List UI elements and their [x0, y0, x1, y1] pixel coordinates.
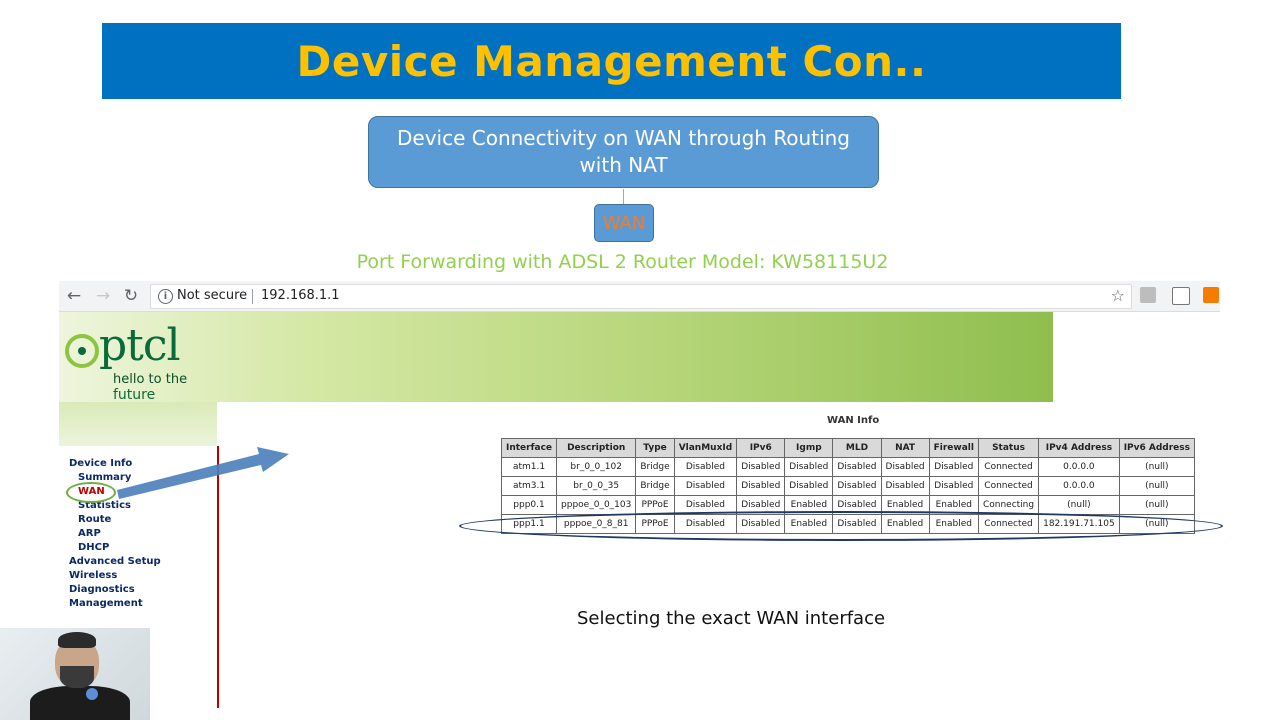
column-header: Status — [977, 438, 1040, 458]
security-label[interactable]: Not secure — [177, 288, 248, 303]
table-cell: ppp0.1 — [500, 495, 558, 515]
column-header: IPv6 Address — [1118, 438, 1196, 458]
table-cell: Enabled — [784, 495, 834, 515]
column-header: Description — [556, 438, 637, 458]
wan-info-title: WAN Info — [827, 415, 880, 426]
table-cell: Disabled — [880, 457, 930, 477]
logo-dot — [78, 347, 86, 355]
table-cell: Connected — [977, 457, 1040, 477]
logo-tagline: hello to the — [113, 372, 188, 387]
connector-line — [623, 189, 624, 205]
table-cell: (null) — [1118, 495, 1196, 515]
forward-icon[interactable]: → — [95, 286, 111, 306]
sidebar-item-advanced-setup[interactable]: Advanced Setup — [69, 556, 161, 567]
table-cell: Connected — [977, 476, 1040, 496]
logo-text: ptcl — [99, 320, 181, 371]
sidebar-item-route[interactable]: Route — [78, 514, 112, 525]
table-cell: Bridge — [635, 457, 675, 477]
table-cell: 0.0.0.0 — [1038, 457, 1120, 477]
back-icon[interactable]: ← — [66, 286, 82, 306]
info-icon[interactable]: i — [158, 289, 173, 304]
column-header: Type — [635, 438, 675, 458]
table-cell: Disabled — [880, 476, 930, 496]
presenter-hair — [58, 632, 96, 648]
extension-icon[interactable] — [1140, 287, 1156, 303]
sidebar-item-wireless[interactable]: Wireless — [69, 570, 118, 581]
table-cell: (null) — [1118, 457, 1196, 477]
caption: Selecting the exact WAN interface — [577, 608, 886, 629]
table-cell: Disabled — [736, 476, 786, 496]
table-cell: br_0_0_102 — [556, 457, 637, 477]
table-cell: atm3.1 — [500, 476, 558, 496]
table-cell: Disabled — [736, 457, 786, 477]
microphone-icon — [86, 688, 98, 700]
sidebar-item-dhcp[interactable]: DHCP — [78, 542, 110, 553]
wan-box: WAN — [594, 204, 654, 242]
column-header: Firewall — [928, 438, 979, 458]
column-header: IPv6 — [736, 438, 786, 458]
sidebar-item-device-info[interactable]: Device Info — [69, 458, 133, 469]
sidebar-item-summary[interactable]: Summary — [78, 472, 132, 483]
browser-toolbar: ← → ↻ i Not secure 192.168.1.1 ☆ — [59, 281, 1220, 312]
star-icon[interactable]: ☆ — [1110, 286, 1125, 305]
title-banner: Device Management Con.. — [102, 23, 1121, 99]
column-header: VlanMuxId — [673, 438, 738, 458]
reader-icon[interactable] — [1172, 287, 1190, 305]
address-bar[interactable]: i Not secure 192.168.1.1 ☆ — [150, 284, 1132, 309]
table-cell: Disabled — [673, 476, 738, 496]
table-cell: 0.0.0.0 — [1038, 476, 1120, 496]
sidebar-header — [59, 402, 217, 446]
selected-row-ellipse — [459, 511, 1223, 541]
logo-ring — [65, 334, 99, 368]
presenter-beard — [60, 666, 94, 688]
slide-title: Device Management Con.. — [296, 36, 927, 86]
column-header: MLD — [832, 438, 882, 458]
pointer-arrow — [117, 447, 289, 499]
url-text[interactable]: 192.168.1.1 — [261, 288, 340, 303]
presenter-webcam — [0, 628, 150, 720]
header-banner — [59, 312, 1053, 402]
sidebar-item-arp[interactable]: ARP — [78, 528, 101, 539]
logo-tagline-2: future — [113, 387, 156, 403]
table-cell: pppoe_0_0_103 — [556, 495, 637, 515]
table-cell: Disabled — [832, 476, 882, 496]
column-header: Igmp — [784, 438, 834, 458]
table-cell: Disabled — [928, 457, 979, 477]
table-cell: br_0_0_35 — [556, 476, 637, 496]
table-cell: (null) — [1118, 476, 1196, 496]
table-cell: Disabled — [832, 457, 882, 477]
table-cell: atm1.1 — [500, 457, 558, 477]
presenter-shirt — [30, 686, 130, 720]
concept-box: Device Connectivity on WAN through Routi… — [368, 116, 879, 188]
table-cell: Disabled — [928, 476, 979, 496]
table-cell: Disabled — [784, 457, 834, 477]
sidebar-item-diagnostics[interactable]: Diagnostics — [69, 584, 135, 595]
table-cell: Disabled — [784, 476, 834, 496]
column-header: Interface — [500, 438, 558, 458]
reload-icon[interactable]: ↻ — [123, 286, 139, 306]
column-header: IPv4 Address — [1038, 438, 1120, 458]
sidebar-item-statistics[interactable]: Statistics — [78, 500, 131, 511]
slide-subtitle: Port Forwarding with ADSL 2 Router Model… — [356, 251, 889, 273]
chart-extension-icon[interactable] — [1203, 287, 1219, 303]
url-separator — [252, 289, 253, 304]
table-cell: Disabled — [673, 457, 738, 477]
table-cell: Bridge — [635, 476, 675, 496]
table-cell: (null) — [1038, 495, 1120, 515]
sidebar-item-management[interactable]: Management — [69, 598, 143, 609]
column-header: NAT — [880, 438, 930, 458]
sidebar-divider — [217, 446, 219, 708]
wan-highlight-circle — [66, 482, 116, 503]
